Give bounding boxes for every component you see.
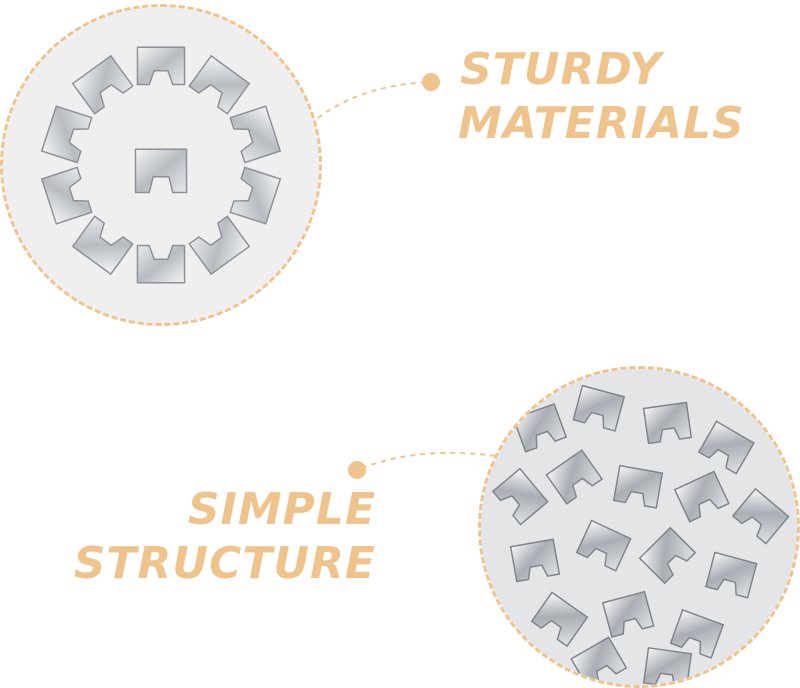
clips-pile-photo	[478, 366, 800, 688]
connector-dot-2	[348, 461, 366, 479]
feature-caption-simple: SIMPLE STRUCTURE	[74, 488, 376, 586]
connector-dot-1	[422, 73, 440, 91]
caption-line: STURDY	[460, 44, 663, 95]
caption-line: MATERIALS	[458, 98, 745, 149]
feature-caption-sturdy: STURDY MATERIALS	[458, 44, 745, 149]
clips-ring-illustration	[3, 7, 319, 323]
clips-pile-illustration	[481, 369, 797, 685]
connector-line-1	[317, 81, 429, 119]
caption-line: STRUCTURE	[73, 538, 376, 589]
caption-line: SIMPLE	[187, 484, 376, 535]
connector-line-2	[361, 451, 497, 469]
clips-ring-photo	[0, 4, 322, 326]
